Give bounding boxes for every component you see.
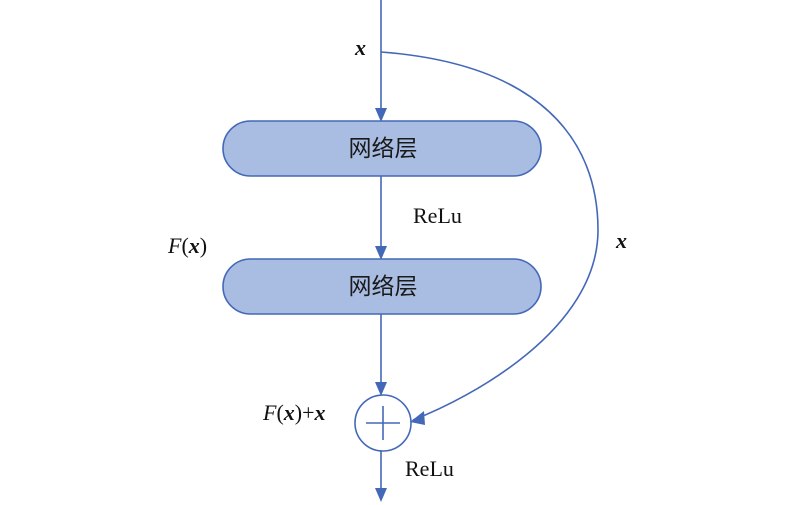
skip-connection-arrowhead [410, 411, 425, 425]
network-layer-1 [222, 120, 542, 177]
relu-label-middle: ReLu [413, 203, 462, 228]
input-arrowhead [375, 108, 387, 122]
sum-func-symbol: F [262, 400, 277, 425]
output-arrowhead [375, 382, 387, 396]
network-layer-1-label: 网络层 [349, 136, 418, 162]
sum-plus-sign: + [302, 400, 314, 425]
sum-var: x [283, 400, 295, 425]
circle-plus-icon [354, 394, 412, 452]
relu-label-output: ReLu [405, 456, 454, 481]
residual-var: x [188, 233, 200, 258]
skip-x-label: x [615, 228, 627, 253]
sum-open-paren: ( [276, 400, 283, 425]
residual-open-paren: ( [181, 233, 188, 258]
sum-close-paren: ) [295, 400, 302, 425]
residual-function-label: F(x) [167, 233, 207, 258]
residual-func-symbol: F [167, 233, 182, 258]
network-layer-2-label: 网络层 [349, 274, 418, 300]
sum-var-2: x [314, 400, 326, 425]
input-x-label: x [354, 35, 366, 60]
skip-connection-curve [380, 51, 599, 421]
middle-arrowhead [375, 246, 387, 260]
final-arrowhead [375, 488, 387, 502]
network-layer-2 [222, 258, 542, 315]
residual-close-paren: ) [200, 233, 207, 258]
sum-expression-label: F(x)+x [262, 400, 326, 425]
